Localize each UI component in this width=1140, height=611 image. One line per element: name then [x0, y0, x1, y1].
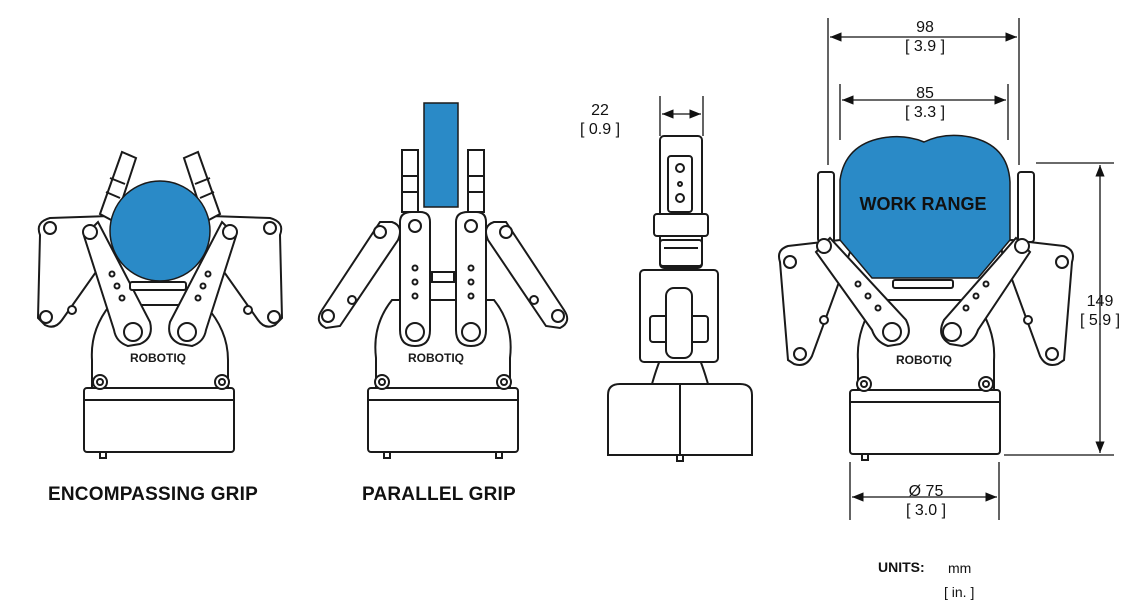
inner-width-mm: 85: [916, 85, 934, 102]
block-object: [423, 102, 459, 208]
brand-logo-4: ROBOTIQ: [896, 353, 952, 367]
inner-width-in: [ 3.3 ]: [904, 104, 946, 121]
height-in: [ 5.9 ]: [1079, 312, 1121, 329]
height-dimension: 149 [ 5.9 ]: [1070, 292, 1130, 330]
units-primary: mm: [948, 560, 972, 576]
work-range-area: [839, 134, 1011, 279]
side-width-dimension: 22 [ 0.9 ]: [570, 101, 630, 139]
base-diameter-dimension: Ø 75 [ 3.0 ]: [891, 482, 961, 520]
brand-logo-2: ROBOTIQ: [408, 351, 464, 365]
outer-width-in: [ 3.9 ]: [904, 38, 946, 55]
parallel-grip-gripper: [317, 102, 569, 459]
outer-width-mm: 98: [916, 19, 934, 36]
base-diameter-mm: Ø 75: [908, 483, 944, 500]
dimension-lines: [659, 18, 1114, 520]
side-view-gripper: [607, 135, 753, 462]
work-range-gripper: [778, 134, 1074, 461]
side-width-mm: 22: [591, 102, 609, 119]
encompassing-grip-caption: ENCOMPASSING GRIP: [48, 484, 258, 505]
brand-logo-1: ROBOTIQ: [130, 351, 186, 365]
sphere-object: [109, 180, 211, 282]
outer-width-dimension: 98 [ 3.9 ]: [893, 18, 957, 56]
base-diameter-in: [ 3.0 ]: [905, 502, 947, 519]
work-range-label: WORK RANGE: [860, 194, 987, 214]
units-secondary: [ in. ]: [944, 584, 975, 600]
parallel-grip-caption: PARALLEL GRIP: [362, 484, 516, 505]
inner-width-dimension: 85 [ 3.3 ]: [893, 84, 957, 122]
units-label: UNITS:: [878, 559, 925, 575]
height-mm: 149: [1086, 293, 1114, 310]
encompassing-grip-gripper: [36, 150, 284, 459]
side-width-in: [ 0.9 ]: [579, 121, 621, 138]
